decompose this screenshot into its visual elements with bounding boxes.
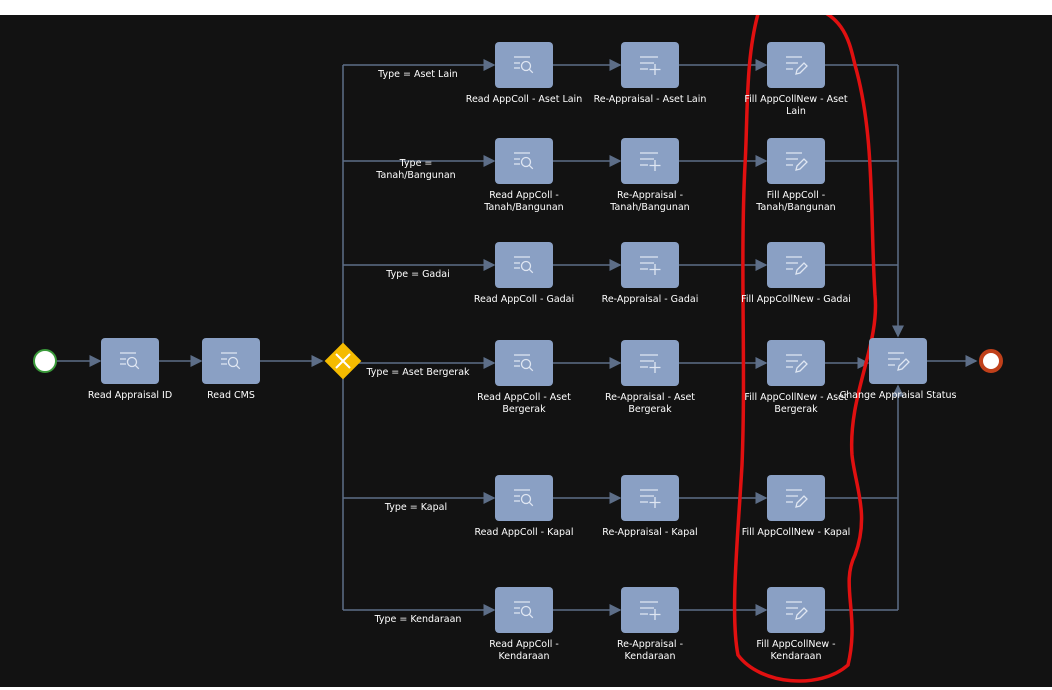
x-icon bbox=[335, 353, 351, 369]
task-node[interactable] bbox=[767, 138, 825, 184]
add-icon bbox=[640, 152, 661, 171]
task-node[interactable] bbox=[621, 340, 679, 386]
task-label: Re-Appraisal - Gadai bbox=[601, 294, 699, 305]
add-icon bbox=[640, 489, 661, 508]
add-icon bbox=[640, 256, 661, 275]
edit-icon bbox=[786, 601, 808, 620]
task-label: Read AppColl - Kapal bbox=[474, 527, 574, 538]
task-label: Re-Appraisal - Aset Bergerak bbox=[604, 392, 696, 415]
read-icon bbox=[221, 352, 241, 370]
task-node[interactable] bbox=[767, 475, 825, 521]
task-label: Re-Appraisal - Kapal bbox=[602, 527, 698, 538]
task-node[interactable] bbox=[767, 42, 825, 88]
task-node[interactable] bbox=[495, 42, 553, 88]
read-icon bbox=[514, 489, 534, 507]
task-node[interactable] bbox=[101, 338, 159, 384]
task-node[interactable] bbox=[621, 587, 679, 633]
read-icon bbox=[120, 352, 140, 370]
end-event[interactable] bbox=[979, 349, 1003, 373]
read-icon bbox=[514, 601, 534, 619]
read-icon bbox=[514, 354, 534, 372]
task-node[interactable] bbox=[495, 587, 553, 633]
task-label: Read AppColl - Kendaraan bbox=[489, 639, 559, 662]
task-node[interactable] bbox=[767, 340, 825, 386]
task-node[interactable] bbox=[767, 242, 825, 288]
read-icon bbox=[514, 56, 534, 74]
task-node[interactable] bbox=[495, 340, 553, 386]
task-node[interactable] bbox=[495, 475, 553, 521]
task-node[interactable] bbox=[621, 475, 679, 521]
read-icon bbox=[514, 152, 534, 170]
task-node[interactable] bbox=[202, 338, 260, 384]
connectors bbox=[33, 15, 1003, 683]
branch-condition[interactable]: Type = Tanah/Bangunan bbox=[376, 158, 456, 181]
process-canvas: Read Appraisal ID Read CMS Read AppColl - … bbox=[0, 15, 1052, 687]
task-label: Read Appraisal ID bbox=[87, 390, 173, 401]
red-annotation-outline bbox=[732, 15, 878, 683]
task-label: Read AppColl - Gadai bbox=[473, 294, 575, 305]
task-label: Fill AppCollNew - Aset Bergerak bbox=[744, 392, 848, 415]
task-node[interactable] bbox=[767, 587, 825, 633]
start-event[interactable] bbox=[33, 349, 57, 373]
task-node[interactable] bbox=[495, 138, 553, 184]
task-label: Re-Appraisal - Aset Lain bbox=[593, 94, 707, 105]
branch-condition[interactable]: Type = Gadai bbox=[386, 269, 450, 280]
task-label: Fill AppCollNew - Gadai bbox=[741, 294, 851, 305]
edit-icon bbox=[786, 256, 808, 275]
add-icon bbox=[640, 56, 661, 75]
task-label: Read CMS bbox=[207, 390, 255, 401]
edit-icon bbox=[786, 354, 808, 373]
task-label: Read AppColl - Aset Lain bbox=[465, 94, 583, 105]
task-label: Read AppColl - Tanah/Bangunan bbox=[484, 190, 564, 213]
edit-icon bbox=[888, 352, 910, 371]
branch-condition[interactable]: Type = Aset Bergerak bbox=[366, 367, 470, 378]
branch-condition[interactable]: Type = Aset Lain bbox=[378, 69, 458, 80]
branch-condition[interactable]: Type = Kapal bbox=[384, 502, 448, 513]
add-icon bbox=[640, 354, 661, 373]
task-label: Change Appraisal Status bbox=[839, 390, 957, 401]
task-label: Read AppColl - Aset Bergerak bbox=[477, 392, 571, 415]
edit-icon bbox=[786, 56, 808, 75]
task-label: Re-Appraisal - Tanah/Bangunan bbox=[610, 190, 690, 213]
task-label: Fill AppCollNew - Aset Lain bbox=[744, 94, 848, 117]
edit-icon bbox=[786, 489, 808, 508]
task-node[interactable] bbox=[621, 42, 679, 88]
task-node[interactable] bbox=[495, 242, 553, 288]
task-label: Re-Appraisal - Kendaraan bbox=[616, 639, 684, 662]
task-label: Fill AppCollNew - Kendaraan bbox=[756, 639, 836, 662]
edit-icon bbox=[786, 152, 808, 171]
task-node[interactable] bbox=[621, 242, 679, 288]
task-label: Fill AppCollNew - Kapal bbox=[741, 527, 851, 538]
task-node[interactable] bbox=[869, 338, 927, 384]
task-label: Fill AppColl - Tanah/Bangunan bbox=[756, 190, 836, 213]
add-icon bbox=[640, 601, 661, 620]
task-node[interactable] bbox=[621, 138, 679, 184]
read-icon bbox=[514, 256, 534, 274]
branch-condition[interactable]: Type = Kendaraan bbox=[374, 614, 462, 625]
